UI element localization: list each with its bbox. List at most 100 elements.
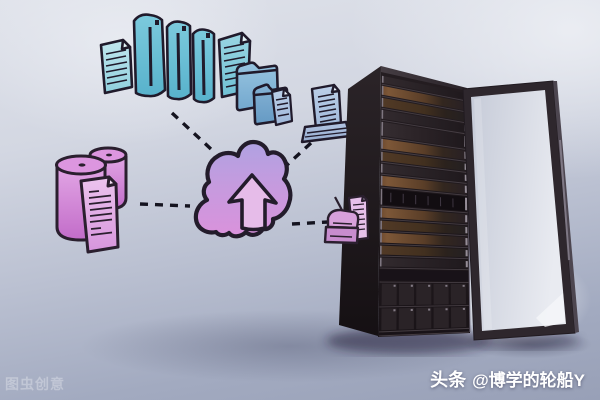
unit-separator	[379, 305, 469, 308]
unit-separator	[380, 173, 468, 184]
panel-tick	[452, 198, 454, 208]
unit-separator	[380, 205, 468, 214]
unit-cap-left	[381, 85, 384, 95]
bay-latch	[445, 308, 448, 311]
server-unit	[380, 232, 468, 247]
panel-tick	[390, 192, 392, 203]
unit-cap-left	[379, 257, 382, 267]
unit-cap-left	[380, 220, 382, 230]
unit-cap-right	[465, 238, 468, 246]
server-unit	[380, 220, 468, 235]
unit-cap-right	[465, 227, 468, 234]
unit-cap-right	[465, 197, 468, 211]
cloud-recycle	[193, 139, 293, 239]
server-unit	[379, 329, 469, 335]
door-glass	[471, 90, 566, 331]
text-lines	[317, 93, 337, 123]
glass-reflection-corner	[536, 293, 565, 327]
unit-separator	[381, 119, 467, 135]
bay-latch	[445, 284, 448, 287]
bay-latch	[462, 284, 465, 287]
server-unit	[380, 207, 468, 224]
unit-separator	[380, 149, 468, 162]
drive-bay	[451, 306, 467, 328]
connector-device-to-cloud	[285, 141, 313, 167]
drive-bay	[398, 307, 414, 330]
unit-cap-left	[380, 232, 382, 243]
server-unit	[380, 245, 468, 258]
toutiao-brand: 头条	[430, 370, 467, 390]
database-cylinders	[55, 146, 128, 254]
watermark-tuchong: 图虫创意	[5, 376, 65, 392]
unit-cap-right	[465, 215, 468, 223]
server-unit	[381, 138, 467, 160]
printer-front	[323, 225, 360, 245]
panel-tick	[427, 196, 429, 206]
panel-tick	[402, 193, 404, 204]
server-unit	[381, 121, 467, 149]
toutiao-account: @博学的轮船Y	[472, 371, 585, 390]
unit-separator	[379, 281, 469, 283]
unit-separator	[380, 161, 468, 173]
panel-tick	[440, 197, 442, 207]
text-lines	[275, 97, 290, 117]
documents-group	[99, 13, 352, 144]
connector-database-to-cloud	[139, 202, 191, 208]
server-unit	[380, 188, 468, 212]
connector-docs-to-cloud	[170, 111, 214, 152]
unit-separator	[381, 136, 467, 151]
server-unit	[380, 175, 468, 194]
drive-bay	[433, 283, 449, 305]
data-document-pink	[79, 175, 120, 254]
unit-cap-right	[464, 185, 467, 193]
bay-latch	[410, 284, 413, 287]
unit-cap-right	[464, 174, 467, 182]
binder-file	[191, 28, 216, 104]
server-unit	[379, 269, 469, 282]
unit-separator	[379, 255, 469, 260]
unit-separator	[378, 327, 470, 333]
drive-bay	[450, 283, 466, 305]
panel-tick	[415, 195, 417, 205]
up-arrow-icon	[227, 173, 278, 232]
printer-device	[323, 194, 370, 245]
printer-front-line	[329, 235, 353, 238]
unit-separator	[380, 218, 468, 226]
drive-bay	[398, 283, 414, 306]
unit-cap-left	[380, 245, 382, 255]
unit-cap-left	[381, 138, 383, 149]
unit-cap-left	[380, 163, 383, 173]
server-unit	[381, 97, 467, 122]
unit-cap-left	[381, 121, 384, 136]
bay-latch	[393, 309, 396, 312]
binder-file	[132, 13, 167, 98]
unit-separator	[380, 186, 468, 196]
glass-reflection	[474, 98, 492, 330]
bay-latch	[428, 308, 431, 311]
drive-bay	[381, 308, 397, 331]
unit-cap-right	[465, 250, 468, 257]
unit-cap-left	[380, 175, 383, 186]
connectors-group	[139, 111, 329, 226]
lined-document	[99, 38, 134, 95]
unit-cap-left	[381, 97, 384, 107]
door-edge-highlight	[559, 139, 570, 261]
small-document	[270, 87, 294, 127]
unit-separator	[379, 243, 469, 249]
unit-cap-right	[465, 261, 468, 268]
watermark-toutiao: 头条 @博学的轮船Y	[430, 366, 585, 392]
binder-file	[165, 20, 193, 101]
printer-top	[326, 208, 360, 230]
drive-bay	[416, 307, 432, 329]
document-scanner	[300, 83, 352, 144]
unit-cap-left	[380, 207, 383, 218]
drive-bay	[433, 307, 449, 329]
unit-separator	[378, 331, 470, 337]
bay-latch	[462, 307, 465, 310]
server-unit	[379, 257, 469, 269]
unit-separator	[380, 230, 468, 237]
server-unit	[381, 151, 467, 171]
connector-cloud-to-printer	[291, 220, 329, 226]
rack-door	[462, 80, 579, 341]
